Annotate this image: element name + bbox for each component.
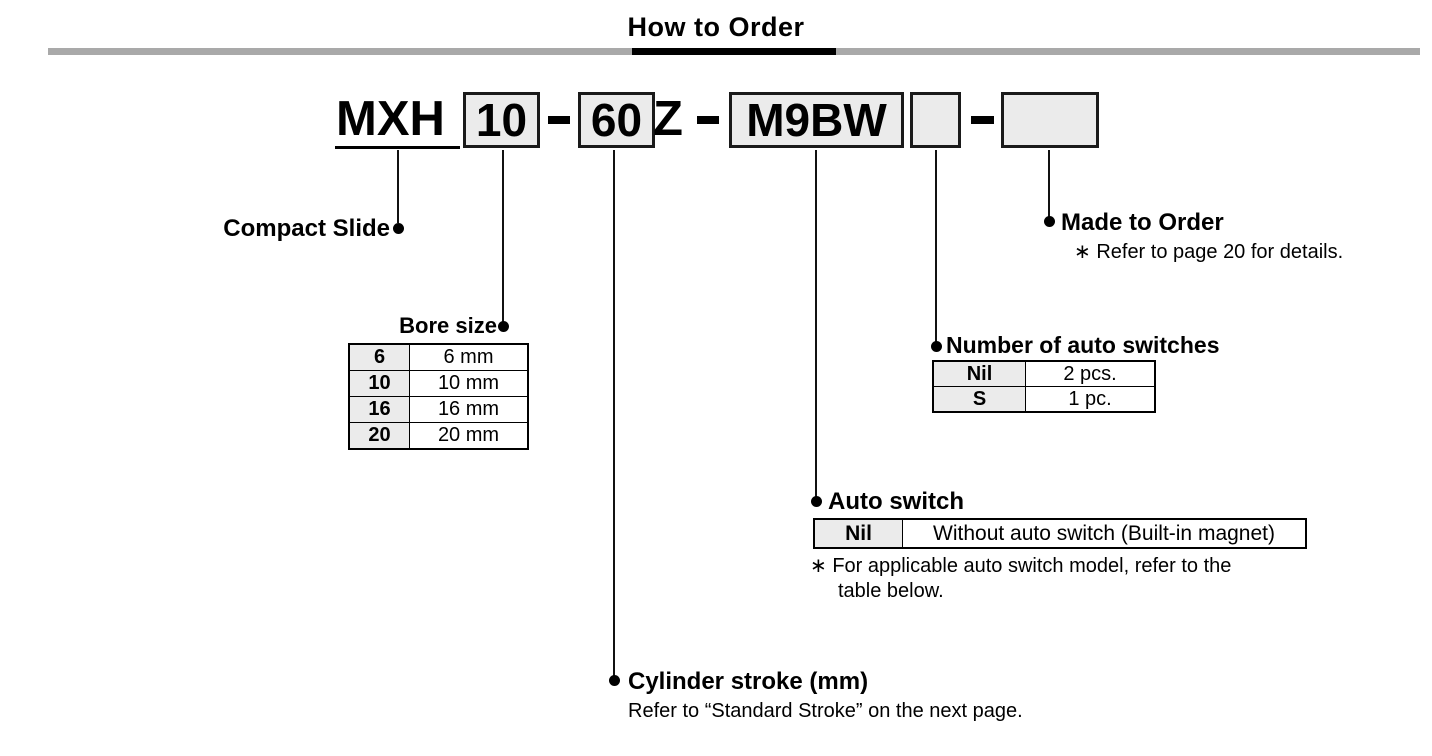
- table-row: 16 16 mm: [348, 396, 529, 423]
- leader-line-cylinder-stroke: [613, 150, 615, 677]
- table-row: S 1 pc.: [932, 386, 1156, 413]
- table-row: 6 6 mm: [348, 343, 529, 371]
- title-underline: [632, 48, 836, 55]
- page-title: How to Order: [627, 12, 805, 42]
- switch-count-code-box: [910, 92, 961, 148]
- bullet-compact-slide: [393, 223, 404, 234]
- table-row: Nil 2 pcs.: [932, 360, 1156, 387]
- bore-code-cell: 6: [348, 343, 410, 371]
- bore-code-cell: 20: [348, 422, 410, 450]
- count-code-cell: Nil: [932, 360, 1026, 387]
- auto-switch-code-box: M9BW: [729, 92, 904, 148]
- bore-value-cell: 6 mm: [409, 343, 529, 371]
- table-row: 10 10 mm: [348, 370, 529, 397]
- model-series-underline: [335, 146, 460, 149]
- made-to-order-label: Made to Order: [1061, 209, 1224, 236]
- revision-code: Z: [653, 92, 683, 146]
- bore-code-cell: 10: [348, 370, 410, 397]
- bore-value-cell: 20 mm: [409, 422, 529, 450]
- leader-line-compact-slide: [397, 150, 399, 223]
- leader-line-auto-switch: [815, 150, 817, 498]
- made-to-order-note: ∗ Refer to page 20 for details.: [1074, 241, 1344, 263]
- cylinder-stroke-note: Refer to “Standard Stroke” on the next p…: [628, 700, 1023, 722]
- stroke-code: 60: [590, 94, 643, 146]
- auto-switch-value-cell: Without auto switch (Built-in magnet): [902, 518, 1307, 549]
- auto-switch-note-line2: table below.: [838, 580, 944, 602]
- model-series-code: MXH: [336, 92, 445, 146]
- bullet-made-to-order: [1044, 216, 1055, 227]
- bullet-auto-switch: [811, 496, 822, 507]
- bullet-switch-count: [931, 341, 942, 352]
- switch-count-label: Number of auto switches: [946, 332, 1220, 358]
- count-value-cell: 1 pc.: [1025, 386, 1156, 413]
- dash-separator-3: [971, 116, 994, 124]
- table-row: Nil Without auto switch (Built-in magnet…: [813, 518, 1307, 549]
- compact-slide-label: Compact Slide: [223, 215, 390, 242]
- dash-separator-1: [548, 116, 570, 124]
- leader-line-switch-count: [935, 150, 937, 343]
- leader-line-bore-size: [502, 150, 504, 322]
- bore-size-label: Bore size: [399, 313, 497, 338]
- count-value-cell: 2 pcs.: [1025, 360, 1156, 387]
- table-row: 20 20 mm: [348, 422, 529, 450]
- leader-line-made-to-order: [1048, 150, 1050, 218]
- auto-switch-table: Nil Without auto switch (Built-in magnet…: [813, 518, 1307, 549]
- auto-switch-code-cell: Nil: [813, 518, 903, 549]
- bore-value-cell: 10 mm: [409, 370, 529, 397]
- bullet-bore-size: [498, 321, 509, 332]
- auto-switch-note-line1: ∗ For applicable auto switch model, refe…: [810, 555, 1232, 577]
- auto-switch-label: Auto switch: [828, 488, 964, 515]
- bore-value-cell: 16 mm: [409, 396, 529, 423]
- bore-code-cell: 16: [348, 396, 410, 423]
- bullet-cylinder-stroke: [609, 675, 620, 686]
- bore-size-table: 6 6 mm 10 10 mm 16 16 mm 20 20 mm: [348, 343, 529, 450]
- auto-switch-code: M9BW: [746, 94, 887, 146]
- bore-code-box: 10: [463, 92, 540, 148]
- stroke-code-box: 60: [578, 92, 655, 148]
- switch-count-table: Nil 2 pcs. S 1 pc.: [932, 360, 1156, 413]
- cylinder-stroke-label: Cylinder stroke (mm): [628, 668, 869, 695]
- count-code-cell: S: [932, 386, 1026, 413]
- dash-separator-2: [697, 116, 719, 124]
- bore-code: 10: [475, 94, 528, 146]
- made-to-order-code-box: [1001, 92, 1099, 148]
